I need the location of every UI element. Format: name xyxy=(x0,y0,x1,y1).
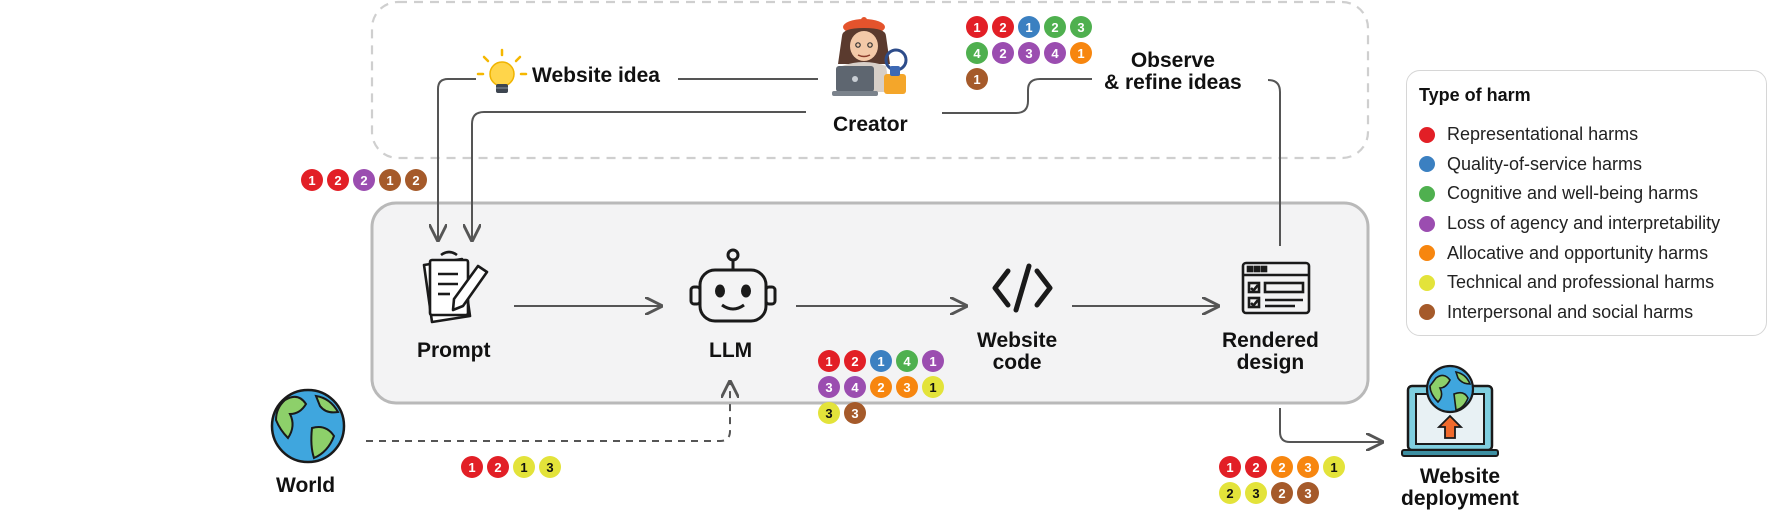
legend-item-label: Representational harms xyxy=(1447,124,1639,145)
representational-harm-badge: 2 xyxy=(1245,456,1267,478)
allocative-harm-badge: 3 xyxy=(1297,456,1319,478)
website-code-label: Website code xyxy=(977,329,1058,374)
creator-to-observe-line xyxy=(942,78,1092,114)
rendered-design-label: Rendered design xyxy=(1222,329,1319,374)
legend-item-label: Loss of agency and interpretability xyxy=(1447,213,1721,234)
representational-harm-badge: 2 xyxy=(992,16,1014,38)
globe-icon xyxy=(270,388,346,464)
technical-harm-badge: 1 xyxy=(1323,456,1345,478)
creator-to-prompt-arrow xyxy=(472,111,806,240)
technical-harm-badge: 3 xyxy=(1245,482,1267,504)
allocative-harm-badge: 3 xyxy=(896,376,918,398)
allocative-harm-badge: 1 xyxy=(1070,42,1092,64)
legend-item-label: Cognitive and well-being harms xyxy=(1447,183,1699,204)
quality-of-service-harm-badge: 1 xyxy=(870,350,892,372)
quality-of-service-harm-badge: 1 xyxy=(1018,16,1040,38)
rendered-to-deployment-arrow xyxy=(1279,408,1382,442)
cognitive-harm-badge: 3 xyxy=(1070,16,1092,38)
representational-harm-badge: 2 xyxy=(844,350,866,372)
cognitive-harm-badge: 2 xyxy=(1044,16,1066,38)
code-icon xyxy=(992,263,1053,313)
agency-harm-badge: 2 xyxy=(992,42,1014,64)
representational-harm-badge: 1 xyxy=(1219,456,1241,478)
legend-color-dot xyxy=(1419,245,1435,262)
technical-harm-badge: 2 xyxy=(1219,482,1241,504)
observe-refine-label: Observe & refine ideas xyxy=(1104,49,1242,94)
cognitive-harm-badge: 4 xyxy=(896,350,918,372)
legend-item-label: Allocative and opportunity harms xyxy=(1447,242,1709,263)
legend-item-label: Quality-of-service harms xyxy=(1447,153,1643,174)
legend-item: Allocative and opportunity harms xyxy=(1419,238,1754,268)
legend-item: Quality-of-service harms xyxy=(1419,150,1754,180)
agency-harm-badge: 3 xyxy=(1018,42,1040,64)
idea-to-prompt-arrow xyxy=(438,78,476,240)
legend-item: Loss of agency and interpretability xyxy=(1419,209,1754,239)
representational-harm-badge: 1 xyxy=(461,456,483,478)
interpersonal-harm-badge: 2 xyxy=(405,169,427,191)
interpersonal-harm-badge: 1 xyxy=(379,169,401,191)
technical-harm-badge: 3 xyxy=(818,402,840,424)
robot-icon xyxy=(689,248,777,323)
interpersonal-harm-badge: 1 xyxy=(966,68,988,90)
allocative-harm-badge: 2 xyxy=(1271,456,1293,478)
agency-harm-badge: 4 xyxy=(844,376,866,398)
legend-item-label: Interpersonal and social harms xyxy=(1447,301,1694,322)
legend-color-dot xyxy=(1419,304,1435,321)
interpersonal-harm-badge: 3 xyxy=(844,402,866,424)
agency-harm-badge: 4 xyxy=(1044,42,1066,64)
creator-region xyxy=(370,0,1370,160)
legend-title: Type of harm xyxy=(1419,85,1531,105)
website-idea-label: Website idea xyxy=(532,64,660,87)
legend-color-dot xyxy=(1419,156,1435,173)
legend-color-dot xyxy=(1419,215,1435,232)
interpersonal-harm-badge: 2 xyxy=(1271,482,1293,504)
technical-harm-badge: 1 xyxy=(513,456,535,478)
rendered-to-observe-line xyxy=(1267,79,1281,246)
allocative-harm-badge: 2 xyxy=(870,376,892,398)
world-label: World xyxy=(276,474,336,497)
interpersonal-harm-badge: 3 xyxy=(1297,482,1319,504)
legend-color-dot xyxy=(1419,274,1435,291)
legend-color-dot xyxy=(1419,185,1435,202)
technical-harm-badge: 3 xyxy=(539,456,561,478)
legend-item: Interpersonal and social harms xyxy=(1419,298,1754,328)
rendered-design-icon xyxy=(1241,261,1311,315)
deployment-laptop-icon xyxy=(1401,364,1499,457)
creator-icon xyxy=(832,17,908,96)
world-to-llm-arrow xyxy=(366,382,730,442)
representational-harm-badge: 1 xyxy=(301,169,323,191)
legend-item: Representational harms xyxy=(1419,120,1754,150)
legend-item: Cognitive and well-being harms xyxy=(1419,179,1754,209)
legend-color-dot xyxy=(1419,126,1435,143)
representational-harm-badge: 2 xyxy=(327,169,349,191)
pipeline-container xyxy=(370,201,1370,405)
agency-harm-badge: 2 xyxy=(353,169,375,191)
legend-item-label: Technical and professional harms xyxy=(1447,272,1715,293)
website-deployment-label: Website deployment xyxy=(1401,465,1519,510)
legend-item: Technical and professional harms xyxy=(1419,268,1754,298)
representational-harm-badge: 2 xyxy=(487,456,509,478)
technical-harm-badge: 1 xyxy=(922,376,944,398)
creator-label: Creator xyxy=(833,113,908,136)
representational-harm-badge: 1 xyxy=(966,16,988,38)
agency-harm-badge: 1 xyxy=(922,350,944,372)
agency-harm-badge: 3 xyxy=(818,376,840,398)
lightbulb-icon xyxy=(476,48,528,93)
prompt-document-icon xyxy=(422,250,489,324)
prompt-label: Prompt xyxy=(417,339,491,362)
llm-label: LLM xyxy=(709,339,753,362)
cognitive-harm-badge: 4 xyxy=(966,42,988,64)
representational-harm-badge: 1 xyxy=(818,350,840,372)
